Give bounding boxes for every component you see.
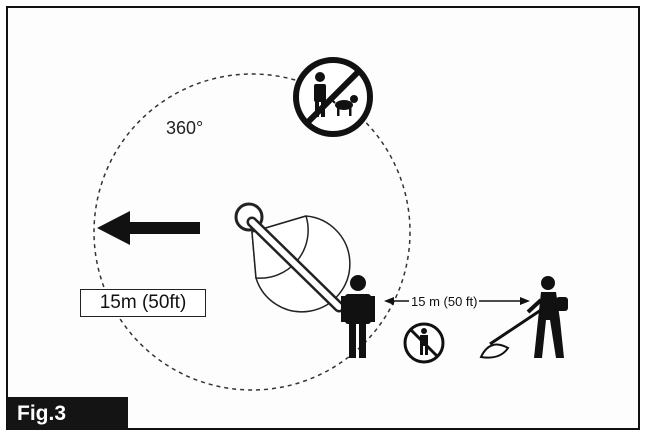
figure-label: Fig.3	[8, 397, 128, 430]
operator-icon	[341, 275, 375, 358]
trimmer-operator-icon	[479, 276, 568, 359]
rotation-label: 360°	[166, 118, 204, 138]
bystander-distance-label: 15 m (50 ft)	[409, 294, 480, 309]
no-people-or-animals-icon	[293, 57, 373, 137]
no-person-icon	[403, 322, 445, 364]
hazard-distance-label: 15m (50ft)	[80, 289, 206, 317]
arrow-left-icon	[97, 211, 200, 245]
trimmer-shaft	[246, 216, 345, 313]
hazard-zone-circle	[93, 73, 411, 391]
